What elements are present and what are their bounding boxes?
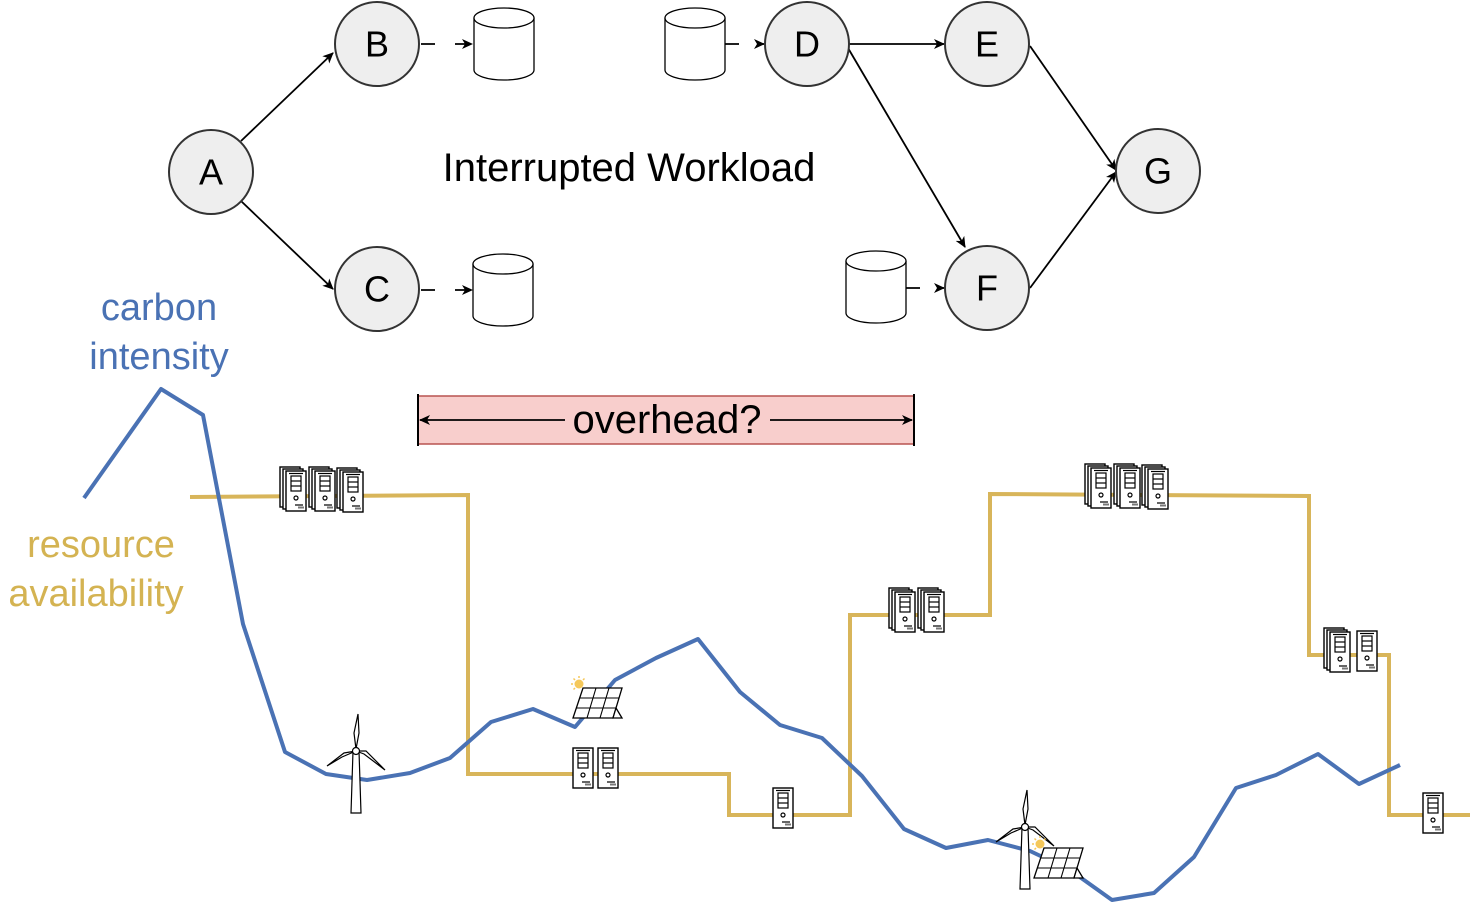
database-icon (473, 7, 535, 81)
server-icon (1356, 630, 1378, 672)
node-label: E (975, 24, 999, 65)
diagram-title: Interrupted Workload (443, 146, 816, 190)
overhead-label: overhead? (572, 398, 761, 442)
overhead-indicator: overhead? (417, 394, 915, 446)
server-icon (280, 467, 306, 511)
wind-turbine-icon (326, 713, 386, 814)
node-label: B (365, 24, 389, 65)
server-group-3 (280, 467, 363, 512)
server-icon (918, 588, 944, 632)
node-label: G (1144, 151, 1172, 192)
node-c: C (334, 246, 420, 332)
carbon-intensity-label-line2: intensity (89, 336, 228, 378)
resource-availability-label-line1: resource (27, 524, 175, 566)
server-group-3-stacked (1085, 464, 1168, 509)
server-group-1-right (1422, 792, 1444, 834)
node-g: G (1115, 128, 1201, 214)
server-icon (1422, 792, 1444, 834)
server-icon (889, 588, 915, 632)
edge-e-g (1029, 45, 1117, 171)
server-icon (772, 787, 794, 829)
node-label: C (364, 269, 390, 310)
edge-f-g (1029, 171, 1117, 289)
database-icon (664, 7, 726, 81)
node-label: A (199, 152, 223, 193)
edge-a-c (240, 200, 334, 290)
node-f: F (944, 245, 1030, 331)
carbon-intensity-line (82, 387, 1401, 902)
node-label: D (794, 24, 820, 65)
database-icon (472, 253, 534, 327)
edge-a-b (240, 52, 334, 142)
resource-availability-label-line2: availability (8, 573, 183, 615)
node-d: D (764, 1, 850, 87)
server-icon (1085, 464, 1111, 508)
server-icon (337, 468, 363, 512)
server-icon (572, 747, 594, 789)
server-group-2-right (1324, 628, 1378, 672)
server-icon (597, 747, 619, 789)
node-b: B (334, 1, 420, 87)
database-icon (845, 250, 907, 324)
server-group-2 (572, 747, 619, 789)
node-a: A (168, 129, 254, 215)
edge-d-f (847, 47, 966, 248)
server-icon (1324, 628, 1350, 672)
server-icon (1114, 464, 1140, 508)
server-icon (309, 467, 335, 511)
server-group-1 (772, 787, 794, 829)
server-icon (1142, 465, 1168, 509)
server-group-2-stacked (889, 588, 944, 632)
node-label: F (976, 268, 998, 309)
dag-edges (240, 39, 1117, 295)
node-e: E (944, 1, 1030, 87)
carbon-intensity-label-line1: carbon (101, 287, 217, 329)
